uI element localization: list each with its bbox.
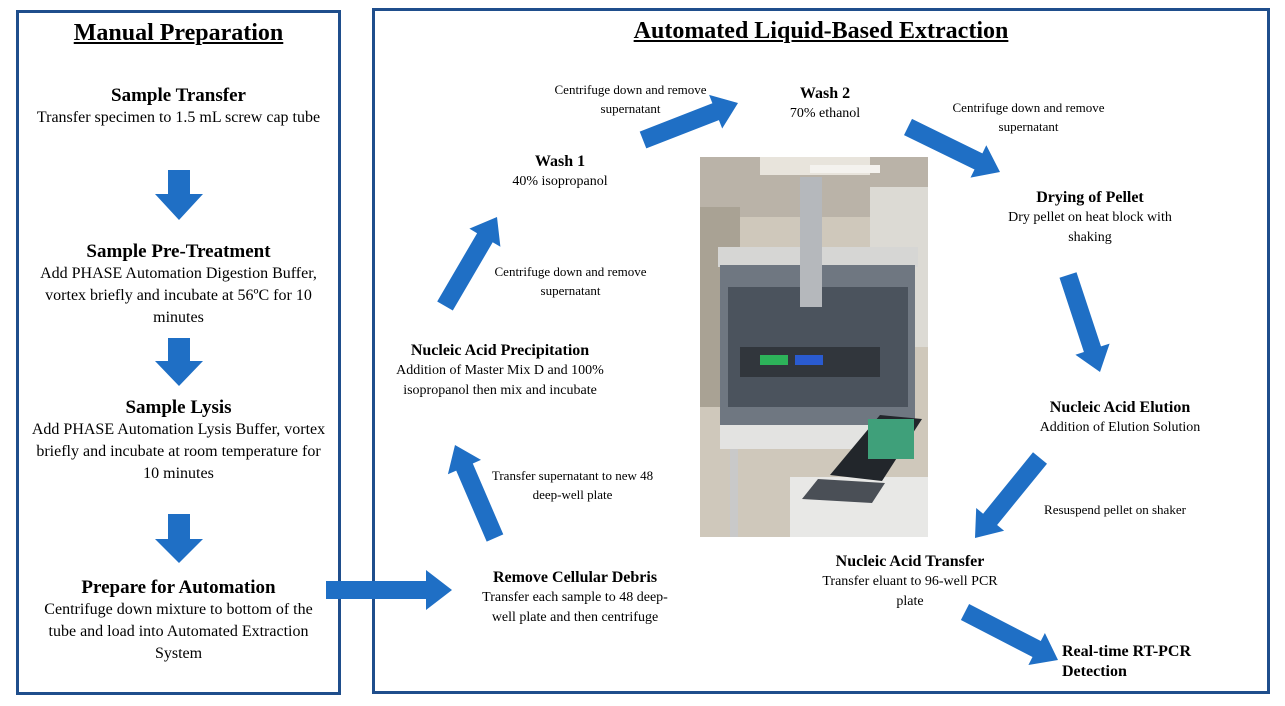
step-wash-1: Wash 1 40% isopropanol: [490, 152, 630, 192]
arrow-wash2-to-drying: [904, 118, 1000, 178]
step-remove-debris: Remove Cellular Debris Transfer each sam…: [455, 568, 695, 628]
step-sample-lysis: Sample Lysis Add PHASE Automation Lysis …: [30, 396, 327, 485]
note-centrifuge-2: Centrifuge down and remove supernatant: [554, 82, 707, 116]
step-sample-transfer: Sample Transfer Transfer specimen to 1.5…: [30, 84, 327, 129]
step-title: Remove Cellular Debris: [492, 569, 658, 586]
step-title: Nucleic Acid Precipitation: [410, 342, 590, 359]
arrow-precipitation-to-wash1: [437, 217, 501, 311]
step-title: Wash 2: [799, 85, 851, 102]
step-wash-2: Wash 2 70% ethanol: [755, 84, 895, 124]
arrow-elution-to-transfer: [975, 452, 1047, 538]
step-description: Transfer eluant to 96-well PCR plate: [822, 574, 998, 609]
step-description: 40% isopropanol: [512, 174, 608, 189]
arrow-transfer-to-detection: [960, 604, 1058, 665]
step-title: Real-time RT-PCR Detection: [1062, 643, 1192, 680]
step-title: Drying of Pellet: [1036, 189, 1144, 206]
step-description: Addition of Master Mix D and 100% isopro…: [396, 363, 604, 398]
note-resuspend: Resuspend pellet on shaker: [1044, 502, 1186, 517]
step-detection: Real-time RT-PCR Detection: [1062, 642, 1240, 682]
instrument-photo: [700, 157, 928, 537]
down-arrow-2: [155, 338, 203, 386]
step-description: Centrifuge down mixture to bottom of the…: [44, 601, 313, 662]
down-arrow-1: [155, 170, 203, 220]
step-title: Sample Lysis: [125, 397, 232, 418]
step-description: 70% ethanol: [789, 106, 861, 121]
step-description: Add PHASE Automation Lysis Buffer, vorte…: [31, 421, 326, 482]
step-title: Nucleic Acid Elution: [1049, 399, 1191, 416]
step-sample-pretreatment: Sample Pre-Treatment Add PHASE Automatio…: [30, 240, 327, 329]
right-arrow-connector: [326, 570, 452, 610]
step-description: Add PHASE Automation Digestion Buffer, v…: [40, 265, 317, 326]
arrow-debris-to-precipitation: [447, 445, 504, 542]
step-nucleic-acid-transfer: Nucleic Acid Transfer Transfer eluant to…: [800, 552, 1020, 612]
manual-preparation-panel: [16, 10, 341, 695]
automated-extraction-panel: [372, 8, 1270, 694]
note-centrifuge-1: Centrifuge down and remove supernatant: [494, 264, 647, 298]
arrow-drying-to-elution: [1059, 272, 1110, 372]
down-arrow-3: [155, 514, 203, 563]
step-drying: Drying of Pellet Dry pellet on heat bloc…: [990, 188, 1190, 248]
step-title: Sample Pre-Treatment: [86, 241, 271, 262]
step-precipitation: Nucleic Acid Precipitation Addition of M…: [380, 341, 620, 401]
step-description: Transfer specimen to 1.5 mL screw cap tu…: [36, 109, 321, 126]
step-title: Wash 1: [534, 153, 586, 170]
step-prepare-automation: Prepare for Automation Centrifuge down m…: [30, 576, 327, 665]
step-description: Addition of Elution Solution: [1039, 420, 1201, 435]
manual-preparation-title: Manual Preparation: [73, 20, 284, 46]
step-description: Transfer each sample to 48 deep-well pla…: [482, 590, 668, 625]
step-title: Sample Transfer: [111, 85, 246, 106]
step-description: Dry pellet on heat block with shaking: [1008, 210, 1172, 245]
note-centrifuge-3: Centrifuge down and remove supernatant: [952, 100, 1105, 134]
step-title: Nucleic Acid Transfer: [835, 553, 985, 570]
automated-extraction-title: Automated Liquid-Based Extraction: [633, 18, 1009, 44]
arrow-wash1-to-wash2: [639, 94, 738, 149]
step-title: Prepare for Automation: [81, 577, 276, 598]
note-transfer-supernatant: Transfer supernatant to new 48 deep-well…: [491, 468, 654, 502]
step-elution: Nucleic Acid Elution Addition of Elution…: [1010, 398, 1230, 438]
